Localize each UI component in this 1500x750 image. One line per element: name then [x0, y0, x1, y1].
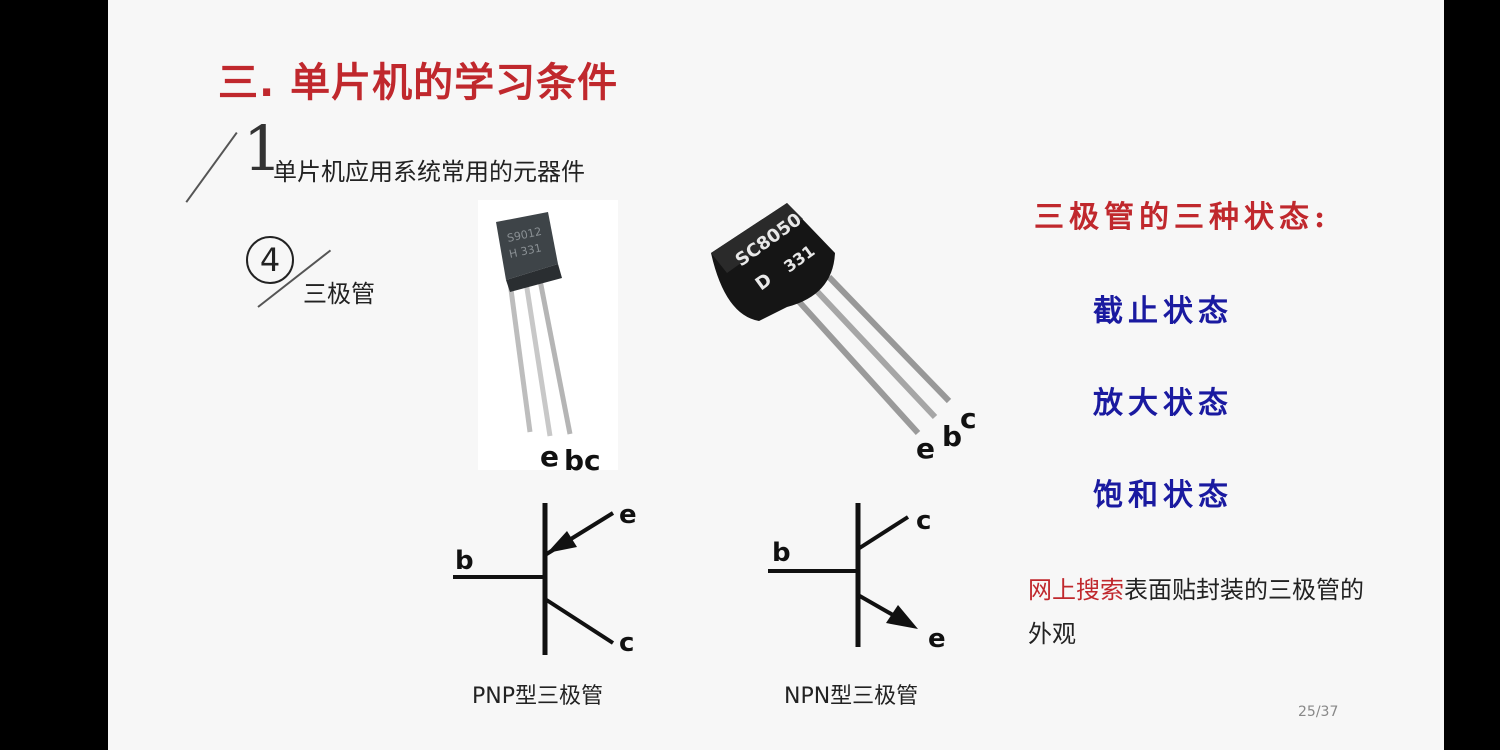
- pnp-caption: PNP型三极管: [472, 684, 603, 709]
- photo2-pin-b: b: [942, 420, 963, 453]
- npn-label-c: c: [916, 506, 931, 536]
- photo1-pin-c: c: [584, 444, 601, 477]
- sub-heading: 三极管: [303, 280, 375, 308]
- slide-title: 三. 单片机的学习条件: [218, 60, 619, 106]
- photo2-pin-c: c: [960, 402, 977, 435]
- page-number: 25/37: [1298, 704, 1339, 720]
- pnp-label-c: c: [619, 628, 634, 658]
- state-cutoff: 截止状态: [1093, 294, 1233, 329]
- slide: 三. 单片机的学习条件 1 单片机应用系统常用的元器件 4 三极管 S9012 …: [108, 0, 1444, 750]
- note-text: 表面贴封装的三极管的外观: [1028, 576, 1364, 648]
- pnp-label-e: e: [619, 500, 637, 530]
- npn-symbol: b c e: [768, 503, 946, 654]
- pin-lead: [826, 274, 952, 404]
- section-heading: 单片机应用系统常用的元器件: [273, 158, 585, 186]
- state-saturation: 饱和状态: [1093, 478, 1233, 513]
- state-amplify: 放大状态: [1093, 386, 1233, 421]
- pin-lead: [523, 281, 553, 437]
- section-slash: [185, 132, 238, 203]
- pnp-symbol: b e c: [453, 500, 637, 658]
- npn-label-b: b: [772, 538, 791, 568]
- photo2-pin-e: e: [916, 432, 935, 465]
- pnp-label-b: b: [455, 546, 474, 576]
- pin-lead: [507, 281, 533, 433]
- pin-lead: [537, 279, 573, 435]
- npn-label-e: e: [928, 624, 946, 654]
- pin-lead: [790, 292, 921, 436]
- pin-lead: [810, 284, 938, 420]
- transistor-photo-small: S9012 H 331: [478, 200, 618, 470]
- photo1-pin-e: e: [540, 440, 559, 473]
- photo1-pin-b: b: [564, 444, 585, 477]
- note-paragraph: 网上搜索表面贴封装的三极管的外观: [1028, 568, 1383, 656]
- sub-number-circle: 4: [246, 236, 294, 284]
- npn-caption: NPN型三极管: [784, 684, 919, 709]
- transistor-photo-large: SC8050 D 331: [711, 203, 952, 436]
- states-title: 三极管的三种状态:: [1034, 200, 1331, 235]
- note-highlight: 网上搜索: [1028, 576, 1124, 604]
- section-number: 1: [243, 112, 283, 185]
